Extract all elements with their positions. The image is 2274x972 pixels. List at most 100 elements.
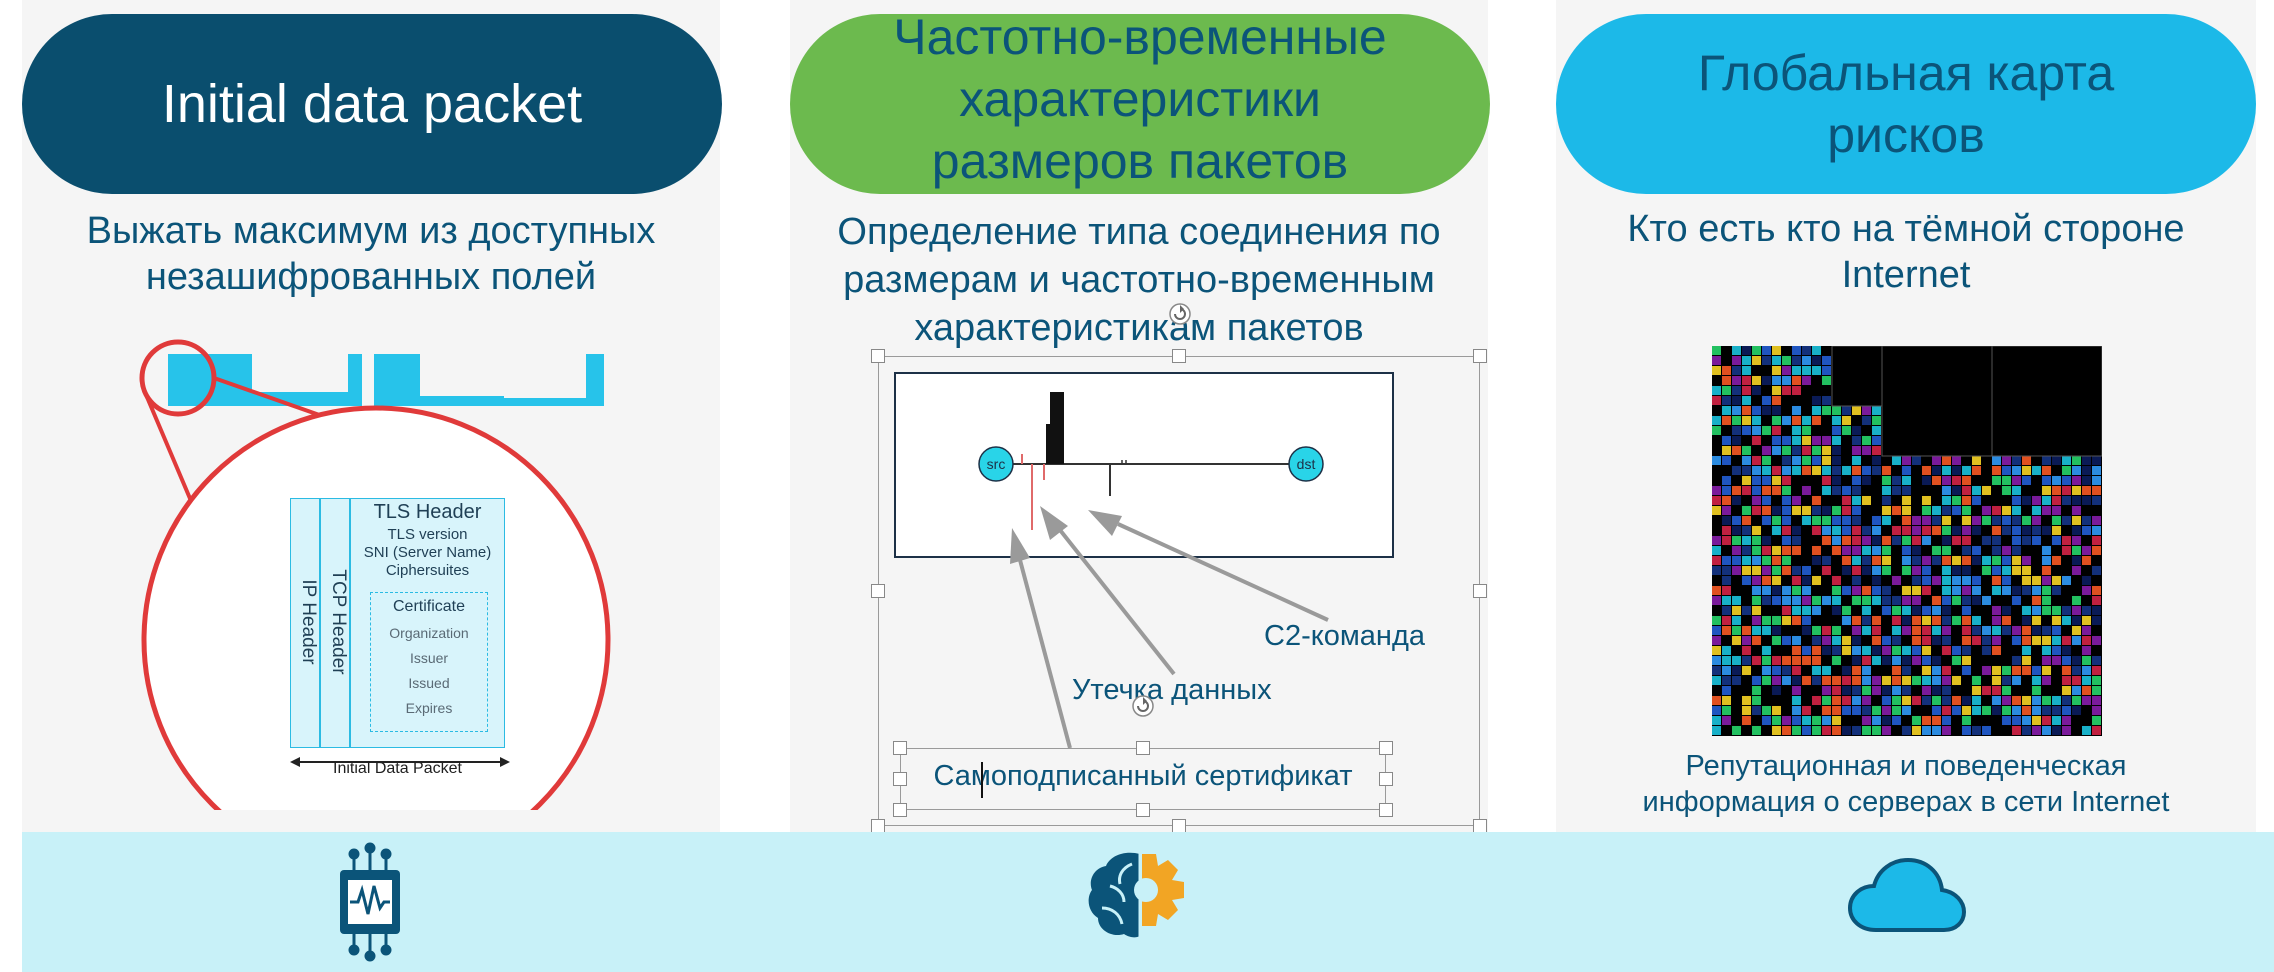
risk-map-cell xyxy=(1862,606,1871,615)
risk-map-cell xyxy=(1742,646,1751,655)
selfsigned-certificate-label[interactable]: Самоподписанный сертификат xyxy=(933,760,1353,792)
risk-map-cell xyxy=(1832,436,1841,445)
risk-map-cell xyxy=(1712,466,1721,475)
chip-waveform-icon xyxy=(340,842,400,962)
risk-map-cell xyxy=(1752,416,1761,425)
risk-map-cell xyxy=(1792,676,1801,685)
risk-map-cell xyxy=(2062,716,2071,725)
risk-map-cell xyxy=(2062,606,2071,615)
risk-map-cell xyxy=(1812,606,1821,615)
risk-map-cell xyxy=(1812,486,1821,495)
sni-label: SNI (Server Name) xyxy=(363,544,492,561)
risk-map-cell xyxy=(2012,536,2021,545)
risk-map-cell xyxy=(1852,656,1861,665)
risk-map-cell xyxy=(1792,606,1801,615)
risk-map-cell xyxy=(2032,656,2041,665)
risk-map-cell xyxy=(2052,546,2061,555)
risk-map-cell xyxy=(1972,636,1981,645)
risk-map-cell xyxy=(1772,416,1781,425)
risk-map-cell xyxy=(2002,636,2011,645)
risk-map-cell xyxy=(2062,466,2071,475)
risk-map-cell xyxy=(1722,616,1731,625)
risk-map-cell xyxy=(1732,596,1741,605)
risk-map-cell xyxy=(1972,676,1981,685)
rotate-handle-icon[interactable] xyxy=(1168,302,1192,326)
risk-map-cell xyxy=(2092,456,2101,465)
risk-map-cell xyxy=(1972,706,1981,715)
risk-map-cell xyxy=(1792,416,1801,425)
risk-map-cell xyxy=(1722,536,1731,545)
textbox-handle-top-right[interactable] xyxy=(1379,741,1393,755)
resize-handle-bottom-right[interactable] xyxy=(1473,819,1487,833)
risk-map-cell xyxy=(1832,456,1841,465)
risk-map-cell xyxy=(2092,536,2101,545)
resize-handle-top-right[interactable] xyxy=(1473,349,1487,363)
risk-map-cell xyxy=(1752,596,1761,605)
risk-map-cell xyxy=(1922,476,1931,485)
risk-map-cell xyxy=(1752,486,1761,495)
risk-map-cell xyxy=(1852,506,1861,515)
risk-map-cell xyxy=(1772,606,1781,615)
textbox-handle-middle-left[interactable] xyxy=(893,772,907,786)
textbox-handle-middle-right[interactable] xyxy=(1379,772,1393,786)
risk-map-cell xyxy=(2072,716,2081,725)
risk-map-cell xyxy=(1902,626,1911,635)
risk-map-cell xyxy=(2012,676,2021,685)
risk-map-cell xyxy=(1822,726,1831,735)
expires-label: Expires xyxy=(405,700,453,716)
textbox-handle-top-left[interactable] xyxy=(893,741,907,755)
textbox-rotate-handle-icon[interactable] xyxy=(1131,694,1155,718)
risk-map-cell xyxy=(2092,636,2101,645)
risk-map-cell xyxy=(1872,606,1881,615)
resize-handle-middle-right[interactable] xyxy=(1473,584,1487,598)
risk-map-cell xyxy=(1762,356,1771,365)
risk-map-cell xyxy=(1722,566,1731,575)
risk-map-cell xyxy=(1842,696,1851,705)
textbox-handle-bottom-center[interactable] xyxy=(1136,803,1150,817)
risk-map-cell xyxy=(1832,596,1841,605)
risk-map-cell xyxy=(1752,406,1761,415)
risk-map-cell xyxy=(1902,476,1911,485)
risk-map-cell xyxy=(1832,666,1841,675)
risk-map-cell xyxy=(2082,456,2091,465)
resize-handle-top-center[interactable] xyxy=(1172,349,1186,363)
risk-map-cell xyxy=(1982,476,1991,485)
risk-map-cell xyxy=(1952,536,1961,545)
textbox-handle-top-center[interactable] xyxy=(1136,741,1150,755)
risk-map-cell xyxy=(1722,556,1731,565)
risk-map-cell xyxy=(1942,516,1951,525)
risk-map-cell xyxy=(1892,496,1901,505)
risk-map-cell xyxy=(2092,526,2101,535)
risk-map-cell xyxy=(1802,546,1811,555)
risk-map-cell xyxy=(1882,626,1891,635)
textbox-handle-bottom-right[interactable] xyxy=(1379,803,1393,817)
risk-map-cell xyxy=(1842,476,1851,485)
risk-map-cell xyxy=(2082,536,2091,545)
risk-map-cell xyxy=(1842,506,1851,515)
risk-map-cell xyxy=(1962,486,1971,495)
risk-map-cell xyxy=(2072,526,2081,535)
risk-map-cell xyxy=(1882,706,1891,715)
risk-map-cell xyxy=(1882,696,1891,705)
risk-map-cell xyxy=(1872,626,1881,635)
textbox-handle-bottom-left[interactable] xyxy=(893,803,907,817)
risk-map-cell xyxy=(2032,476,2041,485)
resize-handle-bottom-center[interactable] xyxy=(1172,819,1186,833)
risk-map-cell xyxy=(1932,486,1941,495)
resize-handle-top-left[interactable] xyxy=(871,349,885,363)
risk-map-cell xyxy=(1812,656,1821,665)
resize-handle-bottom-left[interactable] xyxy=(871,819,885,833)
certificate-label: Certificate xyxy=(392,598,466,615)
resize-handle-middle-left[interactable] xyxy=(871,584,885,598)
risk-map-cell xyxy=(1812,626,1821,635)
risk-map-cell xyxy=(1992,626,2001,635)
risk-map-cell xyxy=(2032,626,2041,635)
risk-map-cell xyxy=(2052,476,2061,485)
risk-map-cell xyxy=(1902,456,1911,465)
risk-map-cell xyxy=(2032,696,2041,705)
risk-map-cell xyxy=(1762,346,1771,355)
risk-map-cell xyxy=(1722,466,1731,475)
risk-map-cell xyxy=(1792,356,1801,365)
risk-map-cell xyxy=(1992,496,2001,505)
risk-map-cell xyxy=(1842,416,1851,425)
